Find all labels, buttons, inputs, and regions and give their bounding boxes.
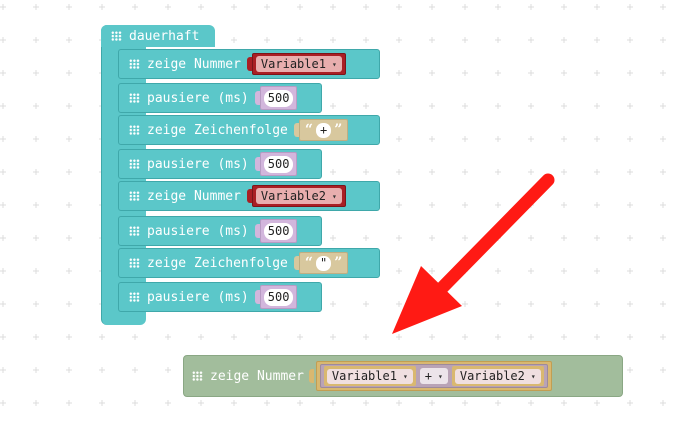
pause-block[interactable]: pausiere (ms) 500 <box>118 149 322 179</box>
dropdown-caret-icon: ▾ <box>331 59 337 69</box>
number-input[interactable]: 500 <box>259 86 298 110</box>
number-value[interactable]: 500 <box>263 222 294 240</box>
forever-label: dauerhaft <box>129 28 200 44</box>
join-expression[interactable]: Variable1▾ +▾ Variable2▾ <box>315 361 552 391</box>
block-label: zeige Zeichenfolge <box>147 255 288 271</box>
drag-grip-icon <box>129 226 140 236</box>
variable-dropdown[interactable]: Variable2 ▾ <box>251 185 346 207</box>
show-number-block[interactable]: zeige Nummer Variable2 ▾ <box>118 181 380 211</box>
block-label: pausiere (ms) <box>147 223 249 239</box>
input-notch <box>308 369 314 383</box>
string-input[interactable]: “ + ” <box>298 119 349 141</box>
open-quote-icon: “ <box>304 255 313 271</box>
drag-grip-icon <box>129 258 140 268</box>
show-number-block[interactable]: zeige Nummer Variable1 ▾ <box>118 49 380 79</box>
close-quote-icon: ” <box>334 255 343 271</box>
forever-block[interactable]: dauerhaft <box>101 25 215 47</box>
block-label: zeige Nummer <box>147 188 241 204</box>
number-input[interactable]: 500 <box>259 285 298 309</box>
right-variable-dropdown[interactable]: Variable2 ▾ <box>451 366 544 386</box>
drag-grip-icon <box>129 93 140 103</box>
input-notch <box>254 157 260 171</box>
drag-grip-icon <box>129 59 140 69</box>
dropdown-caret-icon: ▾ <box>438 371 443 381</box>
variable-name: Variable1 <box>331 369 397 383</box>
arrow-shaft <box>433 173 555 297</box>
operator-block[interactable]: Variable1▾ +▾ Variable2▾ <box>319 364 548 388</box>
open-quote-icon: “ <box>304 122 313 138</box>
number-value[interactable]: 500 <box>263 89 294 107</box>
drag-grip-icon <box>129 125 140 135</box>
block-label: pausiere (ms) <box>147 289 249 305</box>
variable-name: Variable2 <box>459 369 525 383</box>
string-input[interactable]: “ " ” <box>298 252 349 274</box>
variable-dropdown[interactable]: Variable1 ▾ <box>251 53 346 75</box>
drag-grip-icon <box>129 159 140 169</box>
dropdown-caret-icon: ▾ <box>331 191 337 201</box>
drag-grip-icon <box>111 31 122 41</box>
operator-symbol: + <box>424 369 433 383</box>
block-label: zeige Zeichenfolge <box>147 122 288 138</box>
arrow-head-icon <box>392 266 462 334</box>
input-notch <box>293 123 299 137</box>
drag-grip-icon <box>129 191 140 201</box>
pause-block[interactable]: pausiere (ms) 500 <box>118 216 322 246</box>
input-notch <box>254 224 260 238</box>
block-label: pausiere (ms) <box>147 90 249 106</box>
pause-block[interactable]: pausiere (ms) 500 <box>118 83 322 113</box>
drag-grip-icon <box>192 371 203 381</box>
pause-block[interactable]: pausiere (ms) 500 <box>118 282 322 312</box>
variable-name: Variable2 <box>260 189 326 203</box>
close-quote-icon: ” <box>334 122 343 138</box>
show-string-block[interactable]: zeige Zeichenfolge “ " ” <box>118 248 380 278</box>
drag-grip-icon <box>129 292 140 302</box>
number-value[interactable]: 500 <box>263 155 294 173</box>
string-value[interactable]: + <box>315 122 332 138</box>
block-label: zeige Nummer <box>147 56 241 72</box>
block-label: zeige Nummer <box>210 368 304 384</box>
number-value[interactable]: 500 <box>263 288 294 306</box>
left-variable-dropdown[interactable]: Variable1 ▾ <box>323 366 416 386</box>
input-notch <box>254 91 260 105</box>
input-notch <box>254 290 260 304</box>
number-input[interactable]: 500 <box>259 219 298 243</box>
input-notch <box>246 189 252 203</box>
input-notch <box>293 256 299 270</box>
input-notch <box>246 57 252 71</box>
show-string-block[interactable]: zeige Zeichenfolge “ + ” <box>118 115 380 145</box>
string-value[interactable]: " <box>315 255 332 271</box>
operator-dropdown[interactable]: +▾ <box>419 368 448 384</box>
dropdown-caret-icon: ▾ <box>402 371 408 381</box>
number-input[interactable]: 500 <box>259 152 298 176</box>
dropdown-caret-icon: ▾ <box>530 371 536 381</box>
detached-show-number-block[interactable]: zeige Nummer Variable1▾ +▾ Variable2▾ <box>183 355 623 397</box>
block-label: pausiere (ms) <box>147 156 249 172</box>
variable-name: Variable1 <box>260 57 326 71</box>
